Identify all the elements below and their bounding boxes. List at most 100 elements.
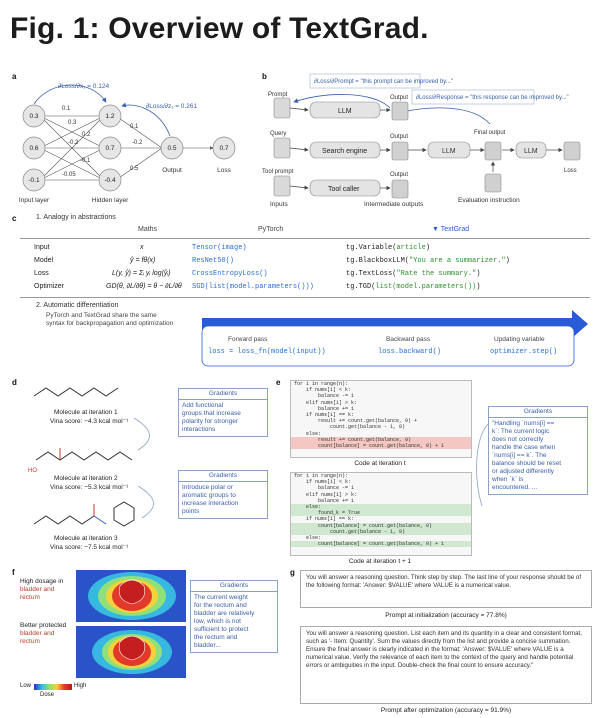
dose-maps (76, 570, 186, 678)
final-output-label: Final output (474, 130, 506, 136)
hidden-node: -0.4 (104, 177, 116, 184)
panel-b-graph: ∂Loss/∂Prompt = "this prompt can be impr… (262, 73, 581, 208)
ho-label: HO (28, 468, 37, 474)
table-row: Model ŷ = fθ(x) ResNet50() tg.BlackboxLL… (34, 257, 510, 265)
scale-high: High (74, 683, 87, 689)
table-header: Maths PyTorch ▼ TextGrad (20, 226, 590, 238)
mol-score: Vina score: −7.5 kcal mol⁻¹ (50, 544, 129, 551)
update-code: optimizer.step() (490, 348, 558, 356)
search-engine-box: Search engine (322, 148, 367, 155)
panel-label-g: g (290, 568, 295, 577)
col-textgrad: ▼ TextGrad (432, 226, 470, 233)
table-row: Input x Tensor(image) tg.Variable(articl… (34, 244, 431, 252)
code-caption-t1: Code at iteration t + 1 (348, 558, 412, 565)
llm-box-3: LLM (524, 148, 538, 155)
molecule-3 (33, 515, 95, 525)
weight: 0.1 (130, 124, 139, 130)
mol-label: Molecule at iteration 2 (54, 475, 118, 482)
weight: 0.3 (68, 120, 77, 126)
input-node: 0.6 (29, 145, 38, 152)
weight: 0.2 (82, 132, 91, 138)
molecule-1 (33, 387, 119, 397)
grad-arc-1 (33, 84, 107, 105)
gradient-box-d2: Gradients Introduce polar or aromatic gr… (178, 470, 268, 519)
input-layer-label: Input layer (19, 197, 50, 204)
forward-pass-code: loss = loss_fn(model(input)) (208, 348, 326, 356)
grad-arc-2 (121, 102, 171, 137)
loss-node: 0.7 (219, 145, 228, 152)
output-label-2: Output (390, 134, 408, 140)
autodiff-arrow (201, 310, 588, 367)
molecule-2 (35, 451, 133, 461)
figure-title: Fig. 1: Overview of TextGrad. (10, 12, 429, 45)
dose-label-bottom: Better protected bladder and rectum (20, 622, 67, 645)
mol-label: Molecule at iteration 3 (54, 535, 118, 542)
prompt-init-caption: Prompt at initialization (accuracy = 77.… (385, 612, 507, 619)
weight: -0.1 (80, 158, 91, 164)
prompt-init-box: You will answer a reasoning question. Th… (300, 570, 592, 608)
table-row: Optimizer GD(θ, ∂L/∂θ) = θ − ∂L/∂θ SGD(l… (34, 283, 481, 291)
output-label: Output (162, 167, 182, 174)
llm-box-2: LLM (442, 148, 456, 155)
col-maths: Maths (138, 226, 158, 233)
code-iteration-t1: for i in range(n): if nums[i] < k: balan… (290, 472, 472, 556)
grad-prompt-label: ∂Loss/∂Prompt = "this prompt can be impr… (314, 78, 453, 85)
weight: -0.2 (132, 140, 143, 146)
tool-caller-box: Tool caller (328, 186, 360, 193)
panel-label-b: b (262, 72, 267, 81)
analogy-heading: 1. Analogy in abstractions (36, 214, 116, 221)
mol-label: Molecule at iteration 1 (54, 409, 118, 416)
weight: -0.2 (68, 140, 79, 146)
dose-colorbar (34, 684, 72, 690)
inputs-label: Inputs (270, 201, 288, 208)
panel-label-c: c (12, 214, 17, 223)
eval-label: Evaluation instruction (458, 197, 520, 204)
table-rule (20, 238, 590, 239)
weight: -0.05 (62, 172, 76, 178)
prompt-opt-caption: Prompt after optimization (accuracy = 91… (380, 707, 512, 714)
hidden-node: 0.7 (105, 145, 114, 152)
hidden-layer-label: Hidden layer (92, 197, 129, 204)
output-label-3: Output (390, 172, 408, 178)
molecules: HO Molecule at iteration 1 Vina score: −… (28, 387, 154, 551)
backward-pass-code: loss.backward() (378, 348, 442, 356)
llm-box: LLM (338, 108, 352, 115)
loss-label-b: Loss (564, 168, 577, 174)
weight: 0.1 (62, 106, 71, 112)
code-iteration-t: for i in range(n): if nums[i] < k: balan… (290, 380, 472, 458)
panel-label-d: d (12, 378, 17, 387)
input-node: 0.3 (29, 113, 38, 120)
panel-a-network: ∂Loss/∂x₁ = 0.124 ∂Loss/∂z₁ = 0.261 0.1 … (19, 83, 236, 204)
passes-row: Forward pass loss = loss_fn(model(input)… (208, 336, 558, 356)
autodiff-text: PyTorch and TextGrad share the same synt… (46, 312, 174, 327)
tool-prompt-label: Tool prompt (262, 169, 294, 175)
query-label: Query (270, 131, 286, 137)
table-rule-bottom (20, 297, 590, 298)
loss-label: Loss (217, 167, 231, 174)
gradient-box-f: Gradients The current weight for the rec… (190, 580, 278, 653)
weight: 0.5 (130, 166, 139, 172)
grad-label-2: ∂Loss/∂z₁ = 0.261 (146, 103, 197, 110)
code-caption-t: Code at iteration t (354, 460, 406, 467)
table-row: Loss L(y, ŷ) = Σᵢ yᵢ log(ŷᵢ) CrossEntrop… (34, 270, 481, 278)
panel-label-a: a (12, 72, 17, 81)
panel-label-e: e (276, 378, 281, 387)
autodiff-heading: 2. Automatic differentiation (36, 302, 119, 309)
grad-response-label: ∂Loss/∂Response = "this response can be … (416, 94, 569, 101)
intermediate-label: Intermediate outputs (364, 201, 424, 208)
grad-label-1: ∂Loss/∂x₁ = 0.124 (58, 83, 109, 90)
gradient-box-d1: Gradients Add functional groups that inc… (178, 388, 268, 437)
prompt-opt-box: You will answer a reasoning question. Li… (300, 626, 592, 704)
panel-label-f: f (12, 568, 15, 577)
scale-label: Dose (40, 692, 55, 698)
input-node: -0.1 (28, 177, 40, 184)
col-pytorch: PyTorch (258, 226, 284, 233)
dose-label-top: High dosage in bladder and rectum (20, 578, 64, 601)
output-node: 0.5 (167, 145, 176, 152)
textgrad-logo-icon: ▼ (432, 226, 439, 233)
prompt-label: Prompt (268, 92, 288, 98)
hidden-node: 1.2 (105, 113, 114, 120)
gradient-box-e: Gradients "Handling `nums[i] == k`: The … (488, 406, 588, 495)
mol-score: Vina score: −4.3 kcal mol⁻¹ (50, 418, 129, 425)
